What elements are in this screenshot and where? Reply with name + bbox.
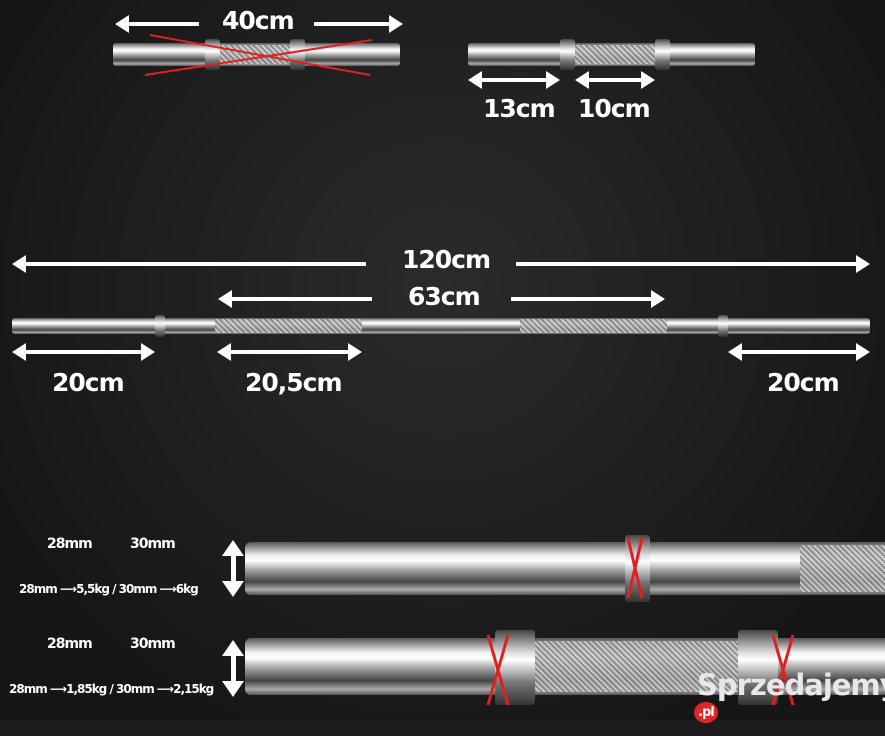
- knurl: [535, 641, 740, 692]
- weights-long: 28mm ⟶5,5kg / 30mm ⟶6kg: [19, 582, 199, 596]
- watermark-text: Sprzedajemy: [697, 668, 885, 702]
- diameter-arrow: [222, 540, 244, 597]
- collar: [495, 630, 535, 705]
- watermark-suffix: .pl: [694, 702, 718, 723]
- collar: [560, 39, 575, 70]
- knurl-left: [215, 319, 362, 333]
- arrow-20-5cm: [217, 343, 362, 361]
- label-13cm: 13cm: [483, 94, 556, 123]
- diam-30mm: 30mm: [130, 536, 176, 552]
- red-cross-icon: [771, 634, 795, 706]
- label-20cm-left: 20cm: [52, 368, 125, 397]
- arrow-120cm-left: [12, 255, 372, 273]
- red-cross-icon: [626, 537, 644, 599]
- knurl: [575, 45, 655, 64]
- label-120cm: 120cm: [402, 245, 491, 274]
- arrow-63cm-left: [218, 290, 378, 308]
- collar: [718, 315, 728, 337]
- watermark-logo: Sprzedajemy.pl: [694, 668, 885, 736]
- collar: [655, 39, 670, 70]
- diameter-arrow: [222, 640, 244, 697]
- arrow-120cm-right: [510, 255, 870, 273]
- label-63cm: 63cm: [408, 282, 481, 311]
- diam-28mm: 28mm: [47, 636, 93, 652]
- diam-28mm: 28mm: [47, 536, 93, 552]
- label-20-5cm: 20,5cm: [245, 368, 343, 397]
- collar: [738, 630, 778, 705]
- red-cross-icon: [486, 634, 510, 706]
- arrow-left: [115, 15, 205, 33]
- weights-short: 28mm ⟶1,85kg / 30mm ⟶2,15kg: [9, 682, 214, 696]
- bar-closeup-long: [245, 542, 885, 595]
- label-20cm-right: 20cm: [767, 368, 840, 397]
- collar: [155, 315, 165, 337]
- arrow-13cm: [468, 71, 560, 89]
- arrow-20cm-left: [12, 343, 155, 361]
- red-cross-icon: [144, 34, 373, 76]
- arrow-20cm-right: [728, 343, 870, 361]
- arrow-right: [308, 15, 403, 33]
- arrow-63cm-right: [505, 290, 665, 308]
- diam-30mm: 30mm: [130, 636, 176, 652]
- long-bar: [12, 318, 870, 334]
- knurl: [800, 545, 885, 592]
- knurl-right: [520, 319, 667, 333]
- label-10cm: 10cm: [578, 94, 651, 123]
- label-40cm: 40cm: [222, 6, 295, 35]
- arrow-10cm: [575, 71, 655, 89]
